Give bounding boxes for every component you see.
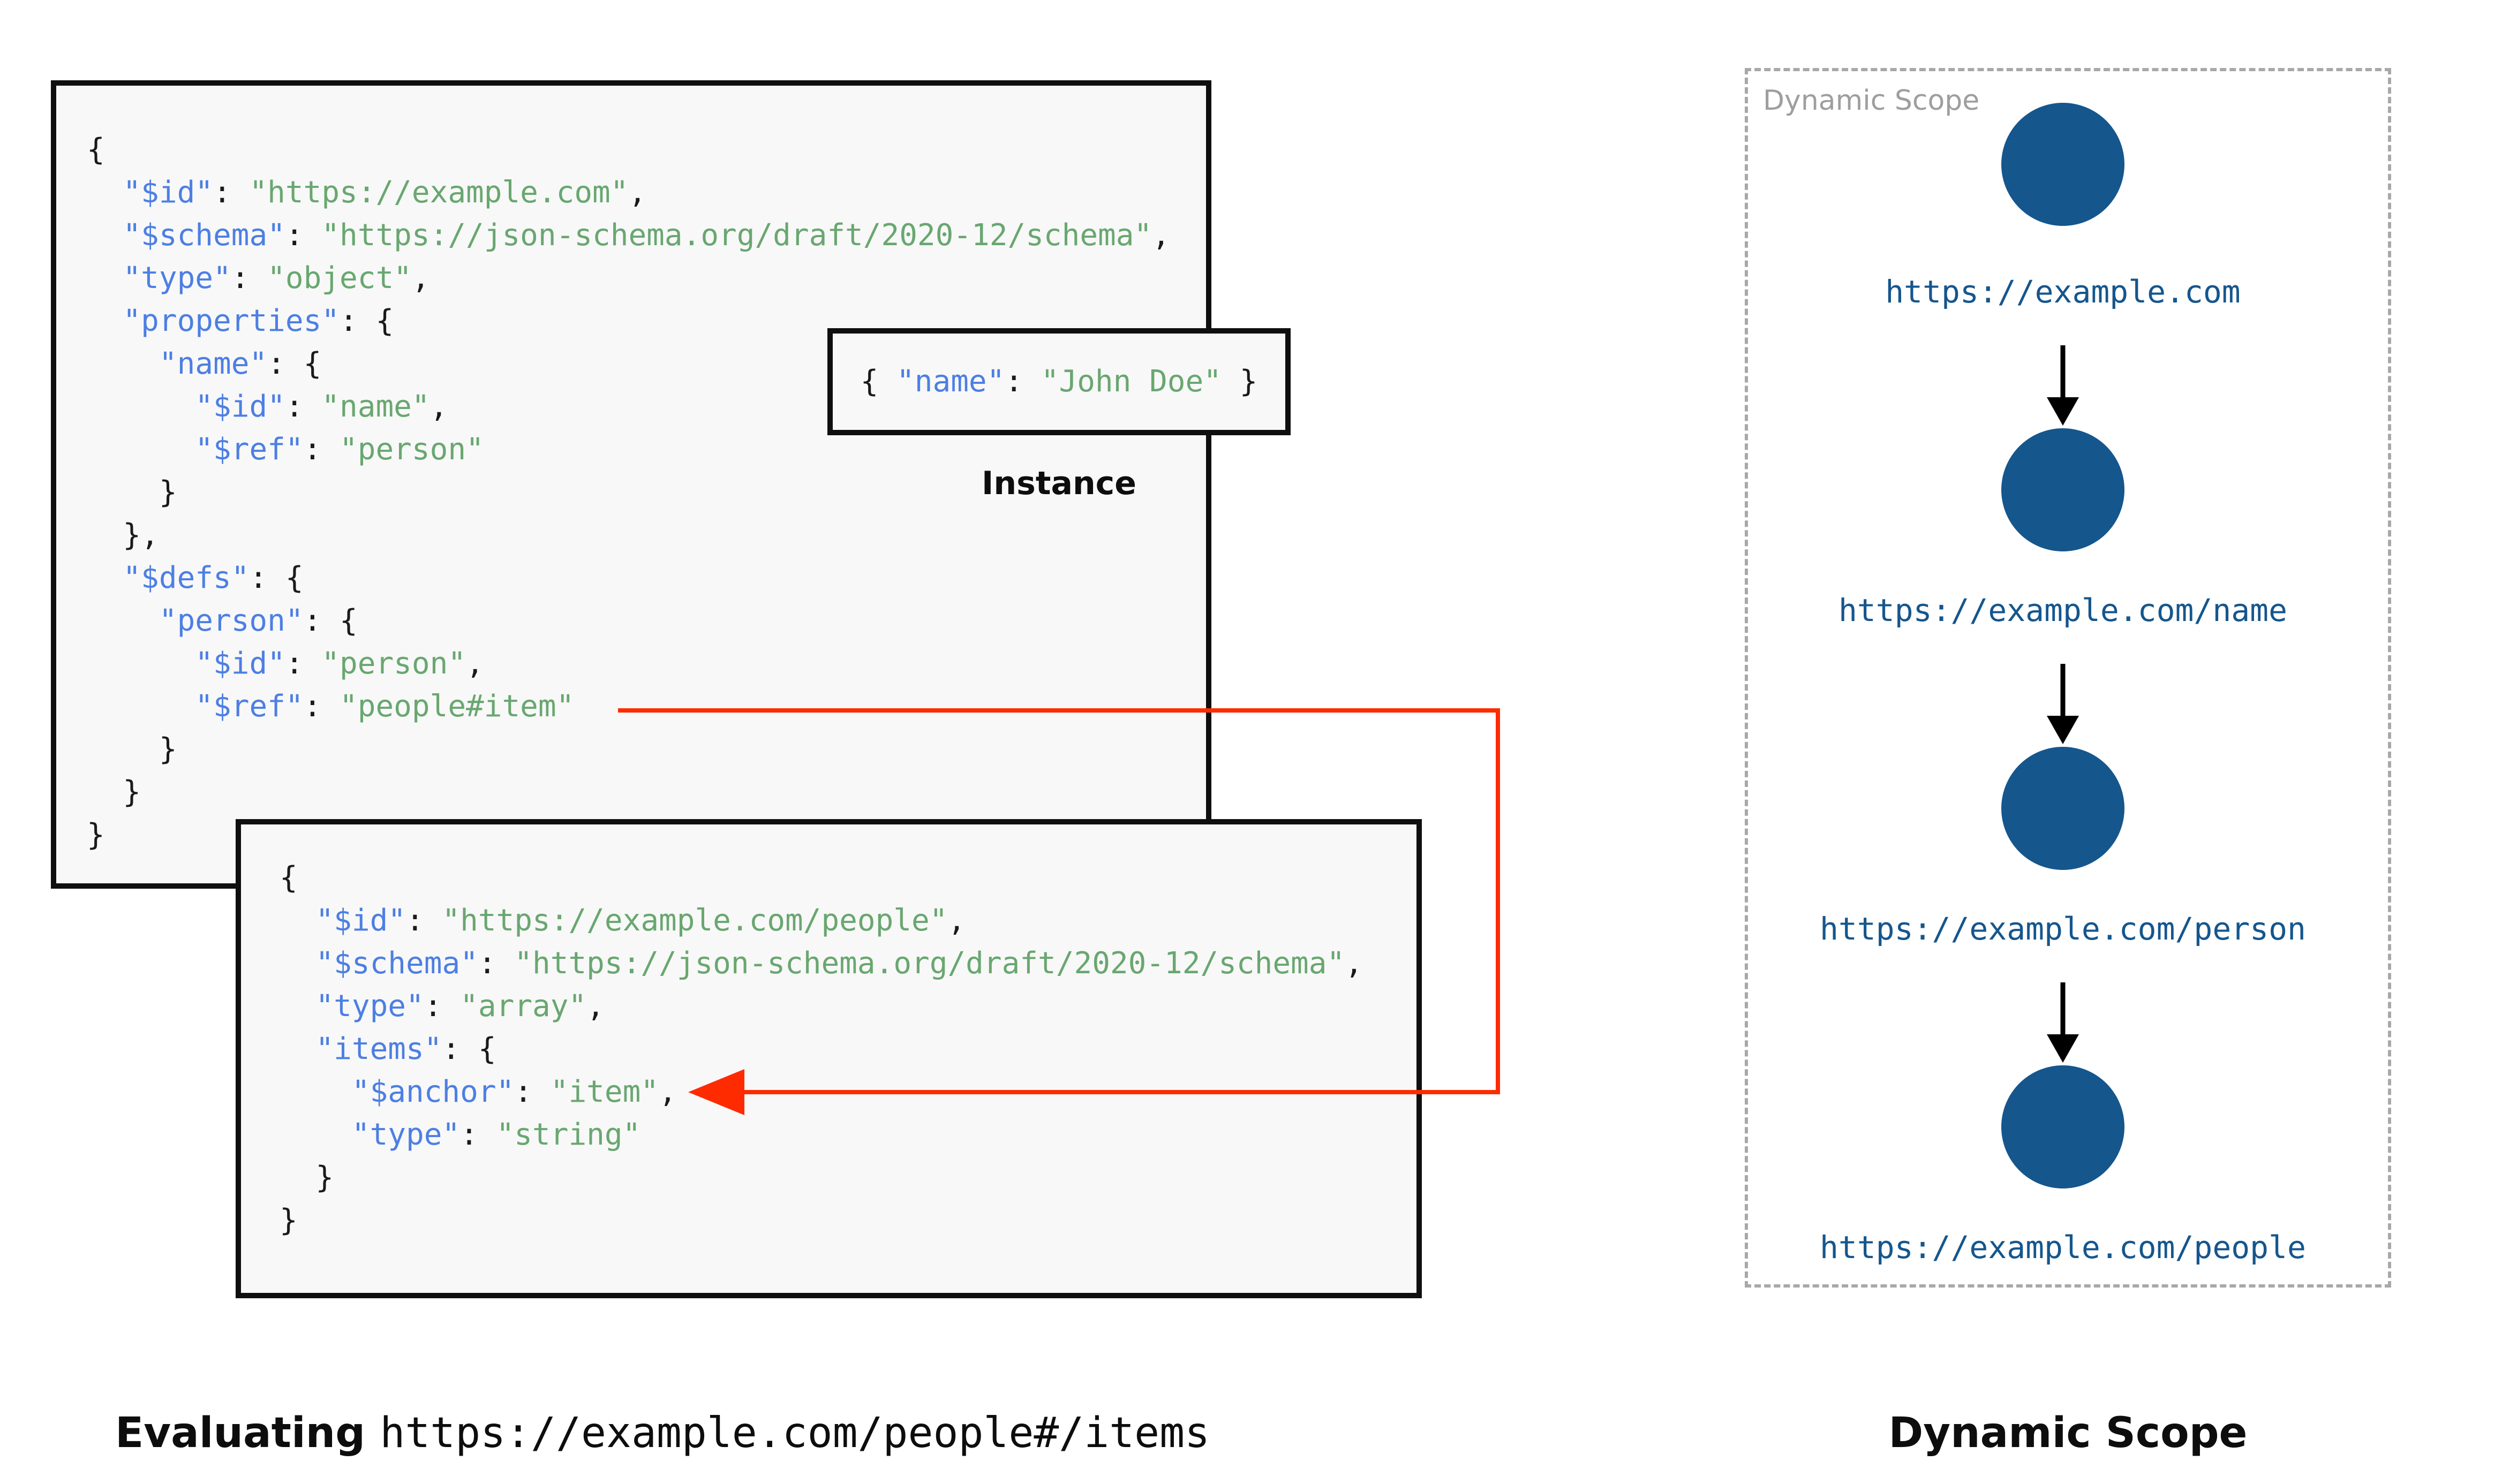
dynamic-scope-panel	[1745, 68, 2391, 1288]
dynamic-scope-panel-label: Dynamic Scope	[1763, 85, 1980, 117]
code-line: "type": "object",	[123, 261, 430, 296]
code-line: }	[87, 775, 141, 809]
code-line: "type": "string"	[351, 1117, 641, 1152]
evaluating-caption-prefix: Evaluating	[115, 1409, 366, 1457]
code-line: "$id": "person",	[195, 646, 484, 681]
code-line: "$ref": "people#item"	[195, 689, 575, 724]
code-line: },	[87, 518, 159, 552]
code-line: {	[280, 860, 298, 895]
scope-node-url-1: https://example.com	[1885, 274, 2241, 310]
code-line: "$schema": "https://json-schema.org/draf…	[315, 946, 1363, 981]
code-line: "$ref": "person"	[195, 432, 484, 467]
code-line: { "name": "John Doe" }	[860, 364, 1258, 399]
code-line: "type": "array",	[315, 989, 605, 1024]
code-line: "name": {	[159, 346, 322, 381]
evaluating-caption-url: https://example.com/people#/items	[380, 1409, 1210, 1457]
evaluating-caption: Evaluating https://example.com/people#/it…	[115, 1406, 1210, 1460]
code-line: }	[280, 1203, 298, 1238]
code-line: }	[87, 817, 105, 852]
instance-code: { "name": "John Doe" }	[861, 360, 1258, 403]
instance-box: { "name": "John Doe" }	[827, 328, 1291, 435]
code-line: }	[87, 732, 177, 767]
instance-label: Instance	[982, 465, 1136, 502]
scope-node-url-3: https://example.com/person	[1820, 911, 2306, 947]
root-schema-code: { "$id": "https://example.com", "$schema…	[87, 128, 1206, 857]
code-line: "$id": "https://example.com/people",	[315, 903, 966, 938]
scope-node-url-2: https://example.com/name	[1838, 592, 2288, 629]
code-line: "$anchor": "item",	[351, 1074, 677, 1109]
code-line: "properties": {	[123, 304, 394, 338]
code-line: }	[87, 475, 177, 510]
people-schema-box: { "$id": "https://example.com/people", "…	[236, 819, 1422, 1298]
code-line: {	[87, 132, 105, 167]
code-line: "$id": "https://example.com",	[123, 175, 647, 210]
dynamic-scope-caption: Dynamic Scope	[1888, 1409, 2248, 1457]
scope-node-url-4: https://example.com/people	[1820, 1229, 2306, 1266]
code-line: "$defs": {	[123, 561, 304, 595]
scope-node-circle-3	[2001, 747, 2124, 870]
people-schema-code: { "$id": "https://example.com/people", "…	[280, 857, 1416, 1242]
code-line: "person": {	[159, 603, 358, 638]
code-line: "items": {	[315, 1032, 496, 1066]
scope-node-circle-1	[2001, 103, 2124, 226]
code-line: "$schema": "https://json-schema.org/draf…	[123, 218, 1170, 253]
code-line: }	[280, 1160, 334, 1195]
scope-node-circle-2	[2001, 428, 2124, 551]
code-line: "$id": "name",	[195, 389, 448, 424]
scope-node-circle-4	[2001, 1065, 2124, 1188]
